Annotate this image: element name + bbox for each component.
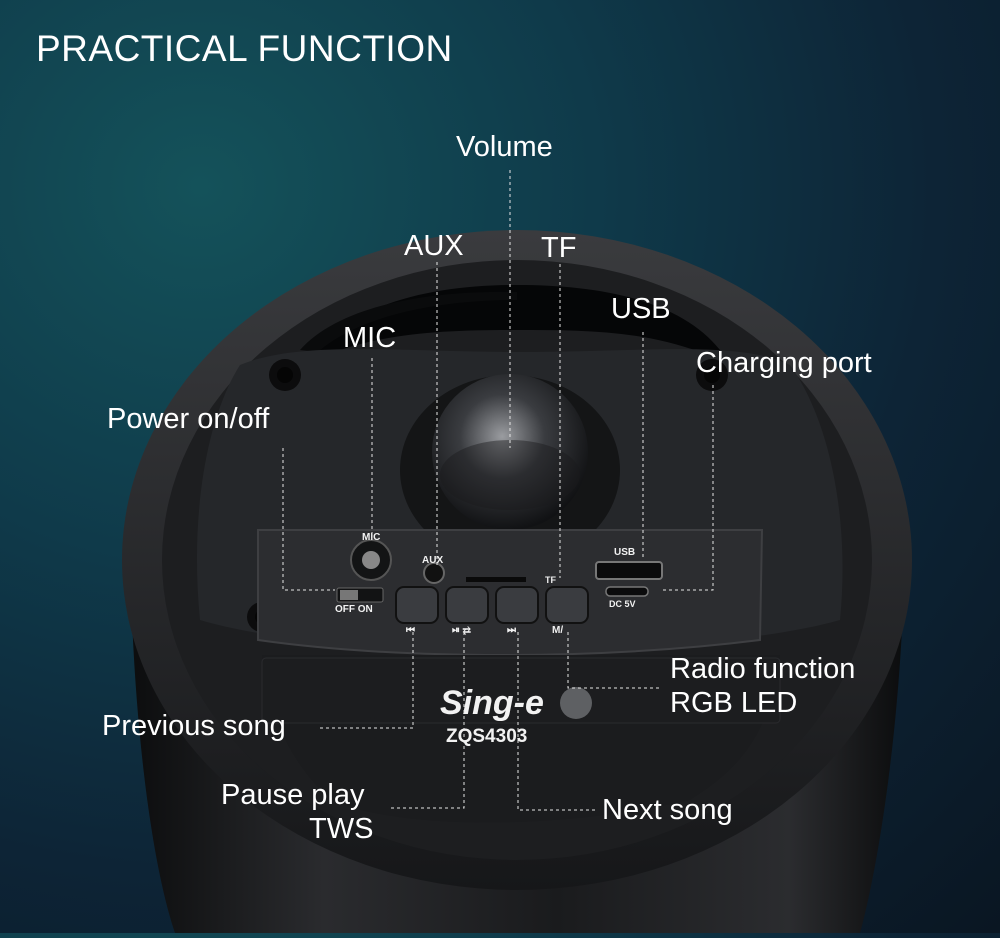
volume-knob	[432, 374, 588, 530]
brand-logo: Sing-e	[440, 684, 544, 722]
callout-next-song: Next song	[602, 794, 733, 826]
usb-port	[595, 561, 663, 580]
tf-slot	[466, 577, 526, 582]
callout-charging-port: Charging port	[696, 347, 872, 379]
callout-tws: TWS	[309, 813, 374, 845]
callout-usb: USB	[611, 293, 671, 325]
prev-icon: ⏮	[406, 625, 415, 636]
panel-mode-label: M/	[552, 625, 563, 636]
logo-panel	[261, 657, 781, 724]
rgb-led	[560, 687, 592, 719]
play-pause-icon: ⏯ ⇄	[452, 625, 472, 636]
page-title: PRACTICAL FUNCTION	[36, 28, 453, 69]
model-label: ZQS4303	[446, 726, 527, 747]
panel-dc-label: DC 5V	[609, 599, 636, 609]
callout-tf: TF	[541, 232, 577, 264]
callout-power: Power on/off	[107, 403, 270, 435]
leader-lines	[282, 170, 714, 811]
panel-aux-label: AUX	[422, 555, 443, 566]
panel-tf-label: TF	[545, 575, 556, 585]
callout-previous-song: Previous song	[102, 710, 286, 742]
callout-volume: Volume	[456, 131, 553, 163]
next-icon: ⏭	[507, 625, 516, 636]
panel-off-on-label: OFF ON	[335, 604, 373, 615]
panel-mic-label: MIC	[362, 532, 380, 543]
mode-button	[545, 586, 589, 624]
usb-c-port	[605, 586, 649, 597]
callout-pause-play: Pause play	[221, 779, 365, 811]
callout-rgb-led: RGB LED	[670, 687, 798, 719]
play-button	[445, 586, 489, 624]
callout-radio: Radio function	[670, 653, 856, 685]
aux-jack	[423, 562, 445, 584]
panel-usb-label: USB	[614, 547, 635, 558]
next-button	[495, 586, 539, 624]
callout-aux: AUX	[404, 230, 464, 262]
callout-mic: MIC	[343, 322, 397, 354]
prev-button	[395, 586, 439, 624]
